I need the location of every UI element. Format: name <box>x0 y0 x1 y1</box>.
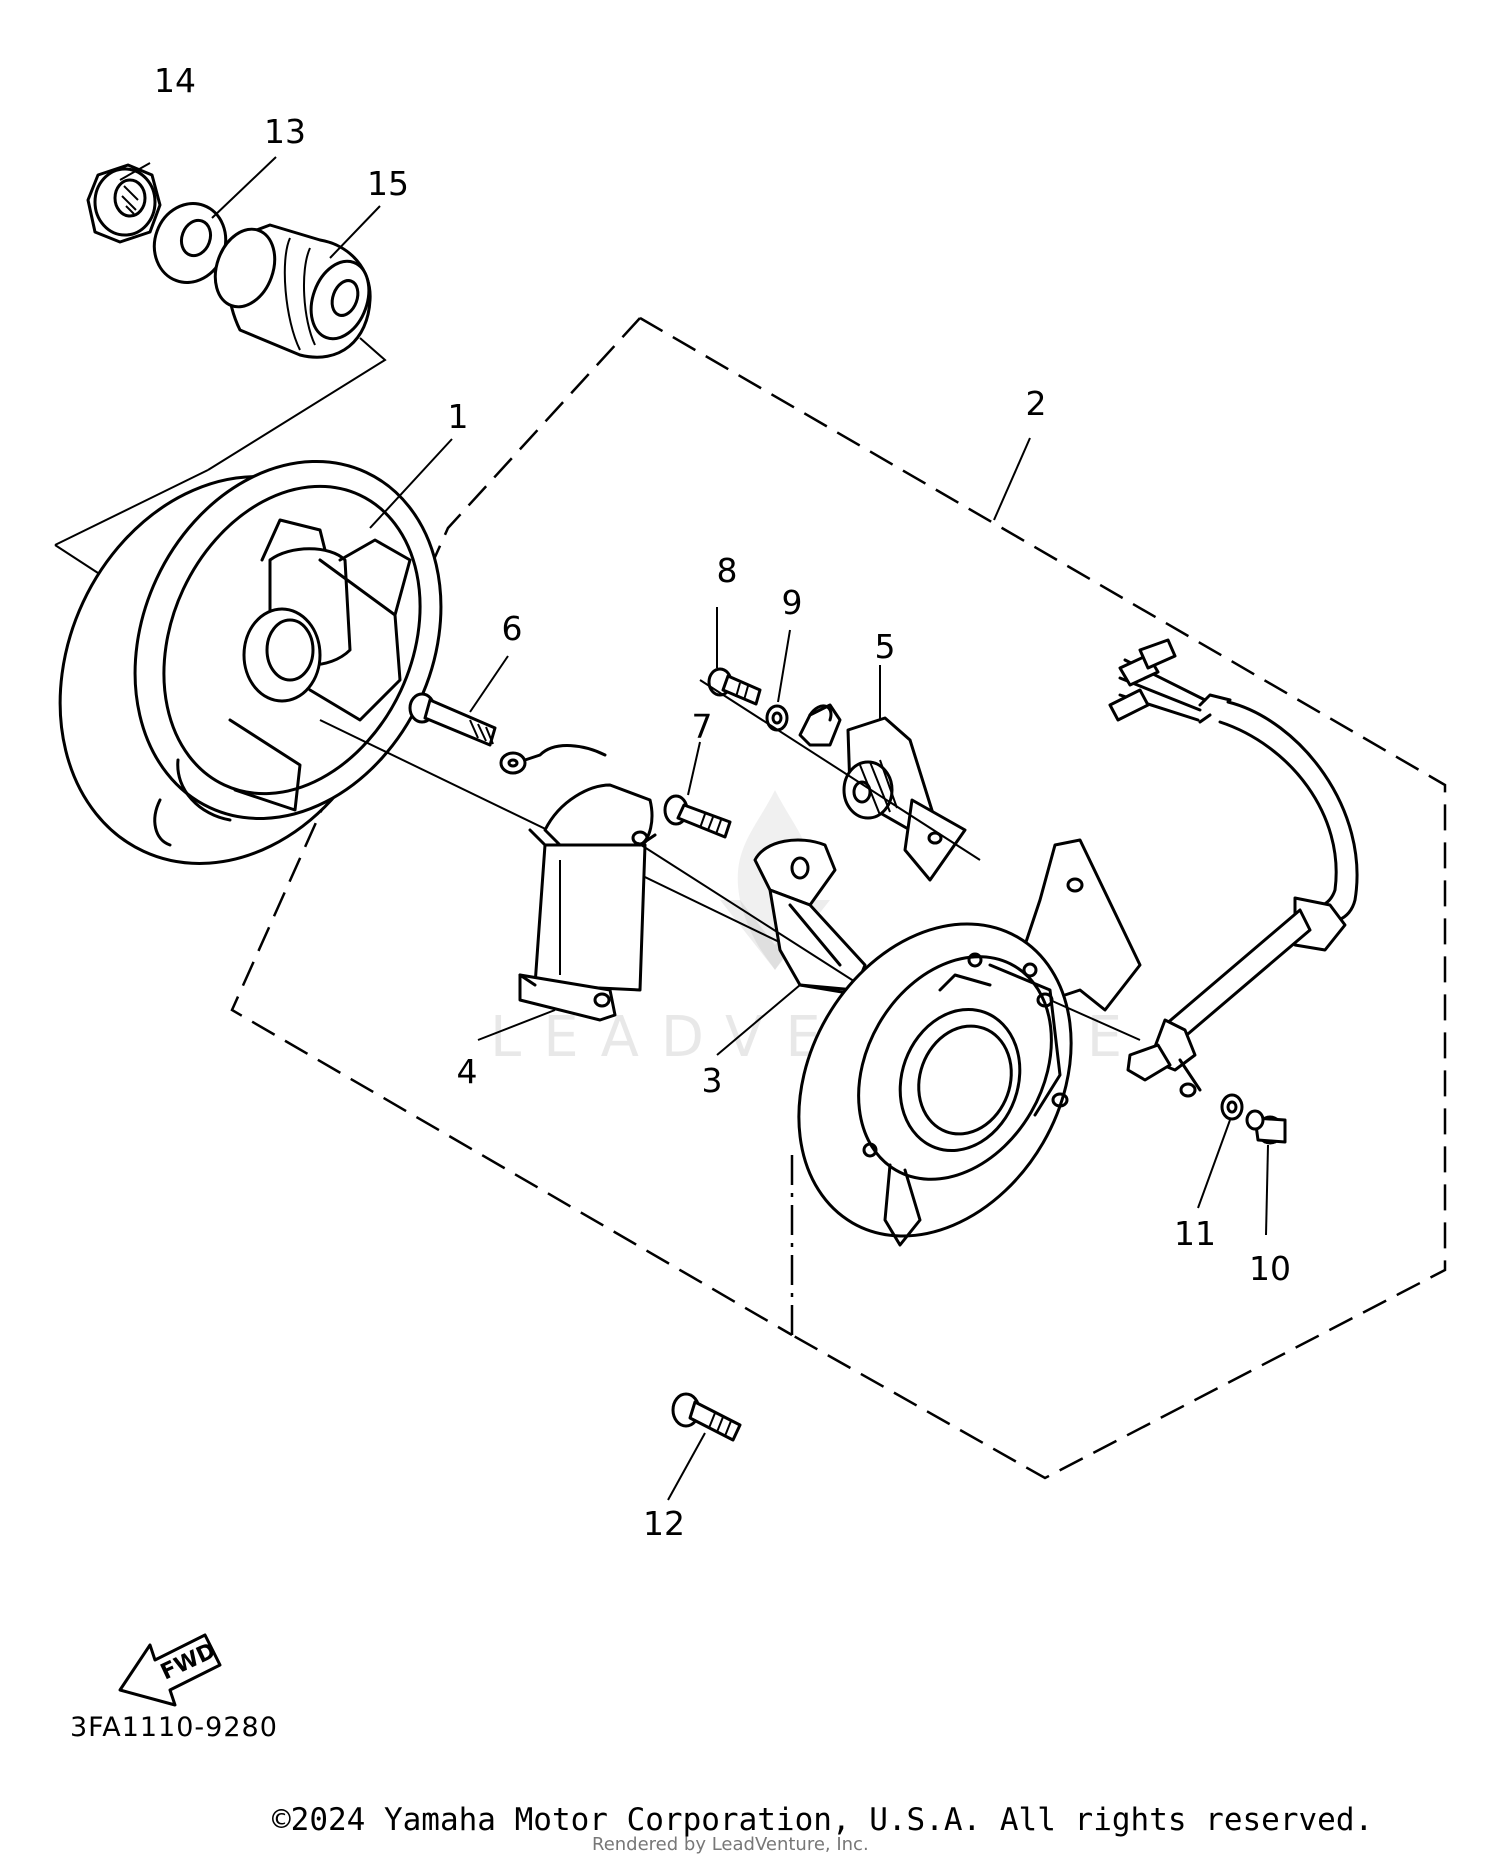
callout-12: 12 <box>643 1504 685 1543</box>
part-10-screw[interactable] <box>1245 1109 1287 1145</box>
part-1-flywheel-rotor[interactable] <box>0 411 498 919</box>
callout-2: 2 <box>1026 384 1047 423</box>
callout-4: 4 <box>457 1052 478 1091</box>
rendered-by-text: Rendered by LeadVenture, Inc. <box>592 1834 869 1855</box>
part-4-source-coil[interactable] <box>518 783 657 1022</box>
callout-1: 1 <box>448 397 469 436</box>
part-11-washer[interactable] <box>1220 1093 1244 1121</box>
part-8-screw[interactable] <box>707 667 762 706</box>
part-2-stator-base[interactable] <box>744 838 1142 1285</box>
part-7-screw[interactable] <box>663 794 732 839</box>
part-3-pickup-coil[interactable] <box>637 838 872 997</box>
callout-10: 10 <box>1249 1249 1291 1288</box>
diagram-code: 3FA1110-9280 <box>70 1712 278 1743</box>
part-9-washer[interactable] <box>765 704 789 732</box>
copyright-notice: ©2024 Yamaha Motor Corporation, U.S.A. A… <box>272 1802 1374 1838</box>
callout-11: 11 <box>1174 1214 1216 1253</box>
callout-6: 6 <box>502 609 523 648</box>
callout-14: 14 <box>154 61 196 100</box>
assembly-2-dashed-boundary <box>230 316 1447 1480</box>
callout-15: 15 <box>367 164 409 203</box>
part-12-screw[interactable] <box>671 1392 742 1442</box>
callout-5: 5 <box>875 627 896 666</box>
part-14-nut[interactable] <box>86 163 162 244</box>
upper-parts-guide-lines <box>54 337 387 574</box>
callout-13: 13 <box>264 112 306 151</box>
callout-9: 9 <box>782 583 803 622</box>
callout-labels: 14 13 15 1 2 6 8 9 5 7 4 3 11 10 12 <box>154 61 1291 1543</box>
callout-3: 3 <box>702 1061 723 1100</box>
wire-clip <box>499 744 607 775</box>
callout-7: 7 <box>692 707 713 746</box>
wire-harness[interactable] <box>1108 638 1359 1098</box>
callout-8: 8 <box>717 551 738 590</box>
part-15-collar[interactable] <box>205 221 379 359</box>
part-5-pulser-coil[interactable] <box>699 679 981 882</box>
fwd-arrow: FWD <box>118 1633 222 1707</box>
callout-leaders <box>119 156 1269 1501</box>
